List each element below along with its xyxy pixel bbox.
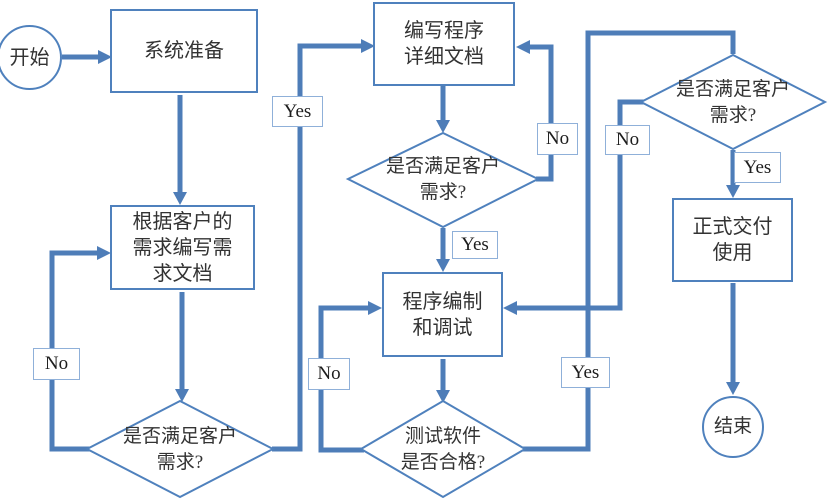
edge-label-detail-yes: Yes (452, 231, 498, 259)
node-decision-accept: 是否满足客户 需求? (675, 79, 790, 126)
connector-decision-detail-no-loop (516, 40, 554, 182)
connector-coding-debug-to-decision-test (436, 359, 450, 403)
edge-label-test-no: No (308, 358, 350, 390)
node-delivery: 正式交付 使用 (672, 198, 793, 282)
decision-req-shape (84, 399, 276, 499)
node-start: 开始 (0, 25, 62, 90)
edge-label-detail-no: No (537, 123, 578, 155)
connector-delivery-to-end (726, 283, 740, 395)
connector-start-to-system-prep (62, 50, 112, 64)
connector-system-prep-to-write-req-doc (173, 95, 187, 205)
edge-label-req-no: No (33, 348, 80, 380)
node-system-prep: 系统准备 (110, 9, 258, 93)
edge-label-test-yes: Yes (561, 357, 610, 388)
decision-detail-shape (345, 131, 541, 229)
decision-test-shape (359, 399, 527, 499)
node-decision-req: 是否满足客户 需求? (122, 426, 237, 473)
edge-label-accept-yes: Yes (734, 152, 781, 183)
connector-decision-accept-no-loop (503, 99, 644, 315)
node-start-label: 开始 (9, 46, 50, 69)
connector-decision-test-yes (522, 30, 736, 452)
node-end: 结束 (702, 396, 764, 458)
connector-write-detail-doc-to-decision-detail (436, 86, 450, 133)
node-decision-detail: 是否满足客户 需求? (385, 156, 500, 203)
edge-label-req-yes: Yes (272, 96, 323, 127)
decision-accept-shape (638, 53, 828, 151)
node-end-label: 结束 (713, 416, 752, 437)
node-coding-debug: 程序编制 和调试 (382, 272, 503, 357)
connector-write-req-doc-to-decision-req (175, 292, 189, 402)
connector-decision-detail-yes (436, 228, 450, 272)
node-system-prep-label: 系统准备 (144, 40, 224, 62)
node-decision-test: 测试软件 是否合格? (400, 426, 486, 473)
edge-label-accept-no: No (605, 125, 650, 155)
connector-decision-accept-yes (726, 150, 740, 198)
node-write-detail-doc: 编写程序 详细文档 (373, 2, 515, 86)
connector-decision-req-yes (272, 39, 375, 452)
node-write-req-doc: 根据客户的 需求编写需 求文档 (110, 205, 255, 290)
